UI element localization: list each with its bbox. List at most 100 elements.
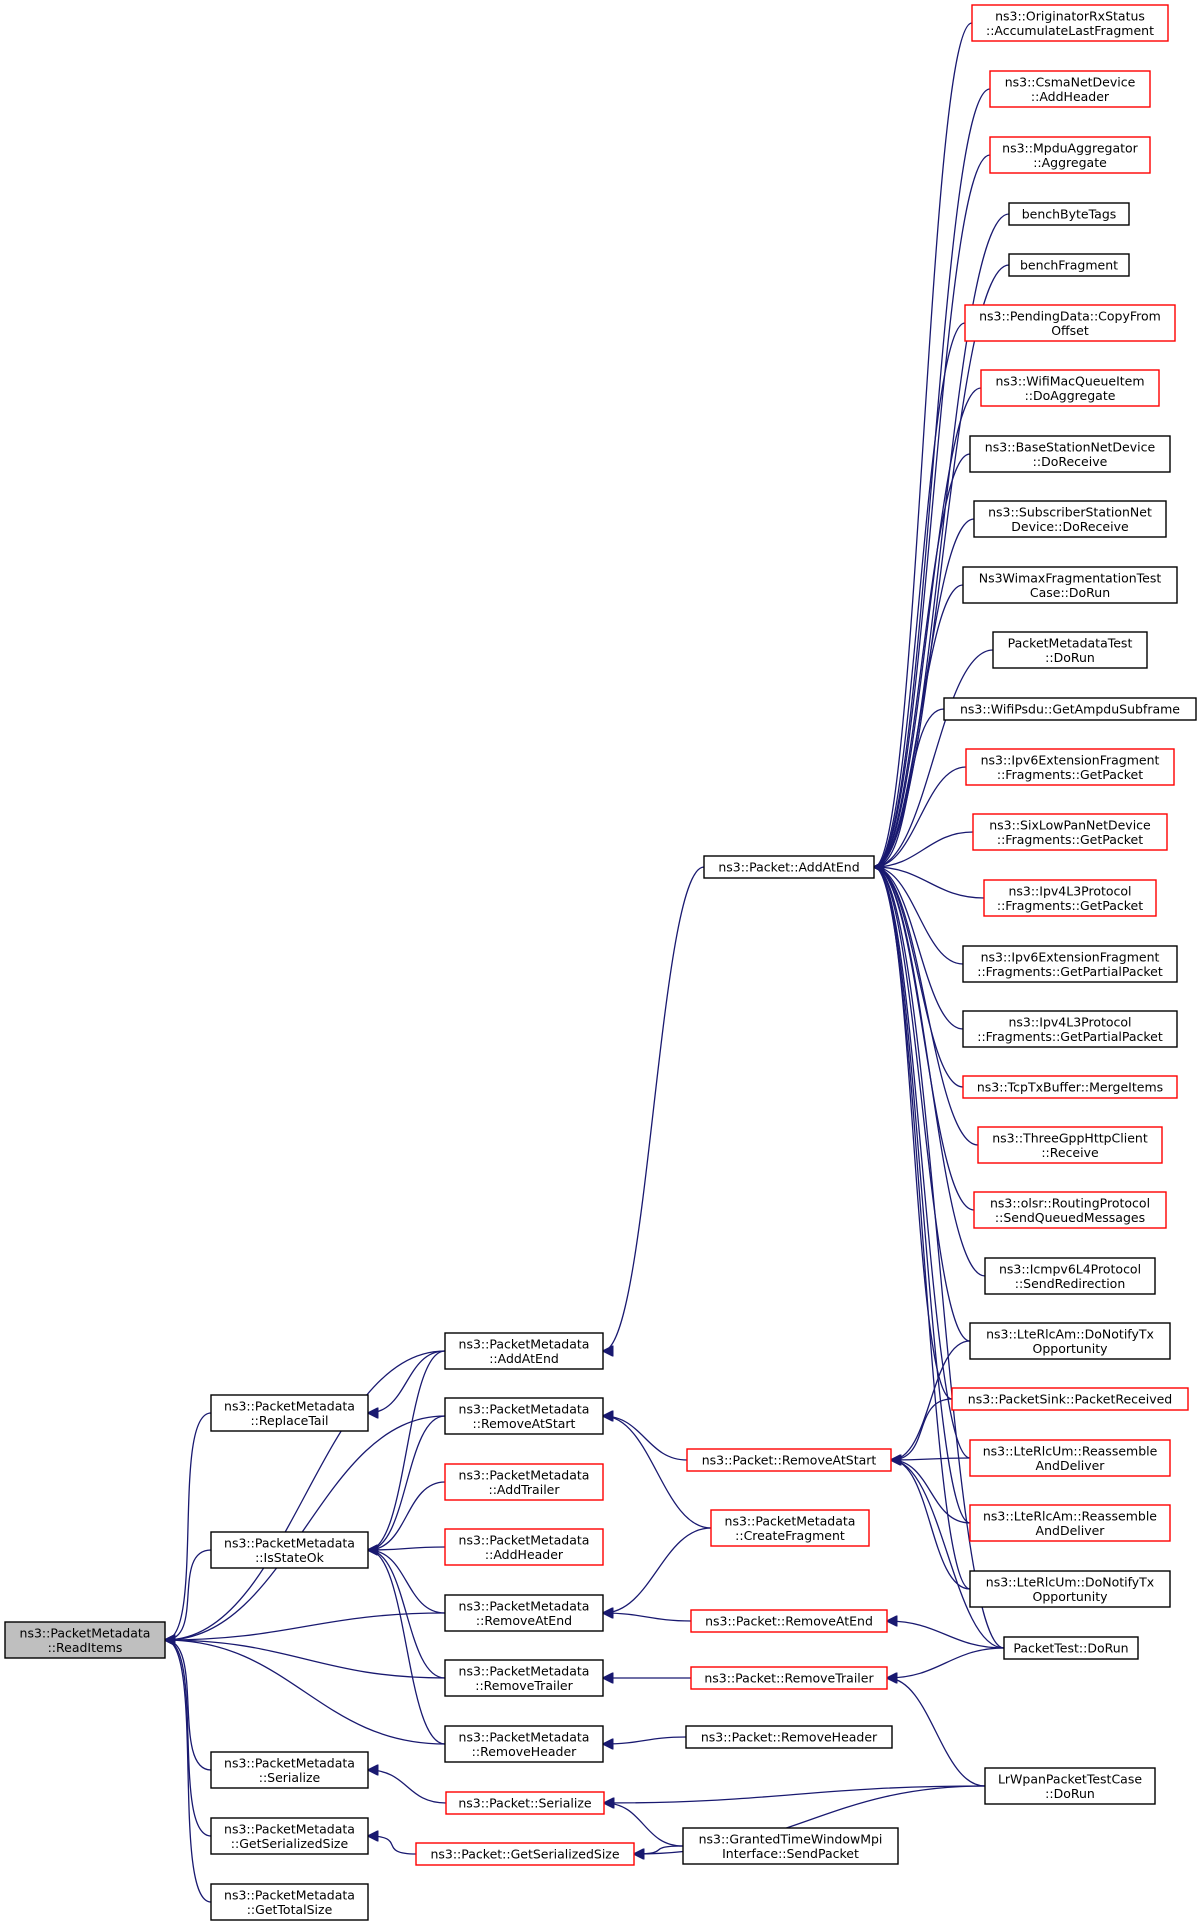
- node-box: [444, 1659, 604, 1697]
- node-label: ::DoReceive: [1033, 454, 1108, 469]
- node-label: LrWpanPacketTestCase: [998, 1771, 1142, 1786]
- edge-read-items-to-remove-at-end-pm: [165, 1612, 446, 1640]
- node-packet-remove-at-start[interactable]: ns3::Packet::RemoveAtStart: [686, 1448, 892, 1472]
- node-add-trailer-pm[interactable]: ns3::PacketMetadata::AddTrailer: [444, 1463, 604, 1501]
- node-ipv4-partial[interactable]: ns3::Ipv4L3Protocol::Fragments::GetParti…: [962, 1010, 1178, 1048]
- node-label: ns3::PacketMetadata: [224, 1535, 355, 1550]
- nodes-layer: ns3::PacketMetadata::ReadItemsns3::Packe…: [4, 4, 1197, 1921]
- node-tcp-merge[interactable]: ns3::TcpTxBuffer::MergeItems: [962, 1075, 1178, 1099]
- node-remove-at-end-pm[interactable]: ns3::PacketMetadata::RemoveAtEnd: [444, 1594, 604, 1632]
- node-serialize-pm[interactable]: ns3::PacketMetadata::Serialize: [210, 1751, 369, 1789]
- node-orig-accum[interactable]: ns3::OriginatorRxStatus::AccumulateLastF…: [971, 4, 1169, 42]
- node-ipv4-get-packet[interactable]: ns3::Ipv4L3Protocol::Fragments::GetPacke…: [983, 879, 1157, 917]
- edge-packet-add-at-end-to-lte-am-notify: [874, 867, 971, 1342]
- edge-packet-add-at-end-to-ipv4-get-packet: [874, 867, 985, 899]
- node-ipv6-ext-partial[interactable]: ns3::Ipv6ExtensionFragment::Fragments::G…: [962, 945, 1178, 983]
- node-box: [983, 879, 1157, 917]
- node-three-gpp[interactable]: ns3::ThreeGppHttpClient::Receive: [977, 1126, 1163, 1164]
- node-replace-tail[interactable]: ns3::PacketMetadata::ReplaceTail: [210, 1394, 369, 1432]
- node-granted-send-packet[interactable]: ns3::GrantedTimeWindowMpiInterface::Send…: [682, 1827, 899, 1865]
- node-get-total-size[interactable]: ns3::PacketMetadata::GetTotalSize: [210, 1883, 369, 1921]
- node-box: [969, 1570, 1171, 1608]
- edge-is-state-ok-to-remove-at-start-pm: [368, 1415, 446, 1550]
- node-label: ns3::OriginatorRxStatus: [995, 8, 1145, 23]
- node-packet-test-do-run[interactable]: PacketTest::DoRun: [1003, 1636, 1139, 1660]
- node-wifi-psdu[interactable]: ns3::WifiPsdu::GetAmpduSubframe: [943, 697, 1197, 721]
- node-box: [973, 1191, 1167, 1229]
- node-bs-do-receive[interactable]: ns3::BaseStationNetDevice::DoReceive: [969, 435, 1171, 473]
- node-packet-remove-at-end[interactable]: ns3::Packet::RemoveAtEnd: [690, 1609, 888, 1633]
- node-wifi-mac-do-agg[interactable]: ns3::WifiMacQueueItem::DoAggregate: [980, 369, 1160, 407]
- node-packet-serialize[interactable]: ns3::Packet::Serialize: [445, 1791, 605, 1815]
- node-label: benchByteTags: [1022, 207, 1117, 222]
- node-box: [444, 1332, 604, 1370]
- node-box: [444, 1397, 604, 1435]
- node-packet-remove-header[interactable]: ns3::Packet::RemoveHeader: [685, 1725, 893, 1749]
- node-remove-trailer-pm[interactable]: ns3::PacketMetadata::RemoveTrailer: [444, 1659, 604, 1697]
- node-create-fragment[interactable]: ns3::PacketMetadata::CreateFragment: [710, 1509, 870, 1547]
- node-packet-remove-trailer[interactable]: ns3::Packet::RemoveTrailer: [690, 1666, 888, 1690]
- node-olsr-send[interactable]: ns3::olsr::RoutingProtocol::SendQueuedMe…: [973, 1191, 1167, 1229]
- node-label: ::Fragments::GetPartialPacket: [977, 1029, 1163, 1044]
- node-box: [984, 1257, 1156, 1295]
- node-sink-received[interactable]: ns3::PacketSink::PacketReceived: [951, 1387, 1189, 1411]
- node-label: ::RemoveAtStart: [473, 1416, 576, 1431]
- node-label: ::GetSerializedSize: [231, 1836, 349, 1851]
- node-box: [210, 1394, 369, 1432]
- node-six-low-get-packet[interactable]: ns3::SixLowPanNetDevice::Fragments::GetP…: [972, 813, 1168, 851]
- node-label: AndDeliver: [1036, 1458, 1106, 1473]
- node-label: ::CreateFragment: [735, 1528, 845, 1543]
- edge-packet-add-at-end-to-orig-accum: [874, 22, 973, 867]
- node-label: ns3::Ipv6ExtensionFragment: [981, 949, 1160, 964]
- node-box: [943, 697, 1197, 721]
- node-label: ::Fragments::GetPacket: [997, 898, 1143, 913]
- edge-packet-remove-at-start-to-packet-test-do-run: [891, 1460, 1005, 1649]
- edge-packet-add-at-end-to-bs-do-receive: [874, 453, 971, 867]
- edge-packet-remove-trailer-to-packet-test-do-run: [887, 1647, 1005, 1678]
- node-pm-test-do-run[interactable]: PacketMetadataTest::DoRun: [992, 631, 1148, 669]
- node-label: ns3::Ipv6ExtensionFragment: [981, 752, 1160, 767]
- node-is-state-ok[interactable]: ns3::PacketMetadata::IsStateOk: [210, 1531, 369, 1569]
- node-icmp-redir[interactable]: ns3::Icmpv6L4Protocol::SendRedirection: [984, 1257, 1156, 1295]
- node-mpdu-aggregate[interactable]: ns3::MpduAggregator::Aggregate: [989, 136, 1151, 174]
- node-label: ns3::PacketMetadata: [459, 1663, 590, 1678]
- node-bench-byte-tags[interactable]: benchByteTags: [1008, 202, 1130, 226]
- node-packet-get-ser-size[interactable]: ns3::Packet::GetSerializedSize: [415, 1842, 635, 1866]
- node-bench-fragment[interactable]: benchFragment: [1008, 253, 1130, 277]
- node-ss-do-receive[interactable]: ns3::SubscriberStationNetDevice::DoRecei…: [973, 500, 1167, 538]
- node-lrwpan-do-run[interactable]: LrWpanPacketTestCase::DoRun: [984, 1767, 1156, 1805]
- node-remove-at-start-pm[interactable]: ns3::PacketMetadata::RemoveAtStart: [444, 1397, 604, 1435]
- node-label: ns3::PacketMetadata: [224, 1821, 355, 1836]
- node-box: [962, 1010, 1178, 1048]
- node-box: [445, 1791, 605, 1815]
- edge-packet-add-at-end-to-ipv6-ext-partial: [874, 867, 964, 965]
- node-box: [969, 1439, 1171, 1477]
- node-label: ::Aggregate: [1033, 155, 1107, 170]
- edge-read-items-to-remove-header-pm: [165, 1640, 446, 1745]
- edge-packet-add-at-end-to-six-low-get-packet: [874, 831, 974, 867]
- node-label: ns3::WifiPsdu::GetAmpduSubframe: [960, 702, 1180, 717]
- node-remove-header-pm[interactable]: ns3::PacketMetadata::RemoveHeader: [444, 1725, 604, 1763]
- node-box: [686, 1448, 892, 1472]
- node-box: [690, 1609, 888, 1633]
- node-packet-add-at-end[interactable]: ns3::Packet::AddAtEnd: [703, 855, 875, 879]
- edge-packet-add-at-end-to-bench-fragment: [874, 264, 1010, 867]
- node-add-at-end-pm[interactable]: ns3::PacketMetadata::AddAtEnd: [444, 1332, 604, 1370]
- node-csma-add-header[interactable]: ns3::CsmaNetDevice::AddHeader: [989, 70, 1151, 108]
- node-label: ::ReadItems: [48, 1640, 123, 1655]
- node-label: ::Fragments::GetPacket: [997, 832, 1143, 847]
- node-ipv6-ext-get-packet[interactable]: ns3::Ipv6ExtensionFragment::Fragments::G…: [965, 748, 1175, 786]
- node-label: ns3::BaseStationNetDevice: [985, 439, 1156, 454]
- node-get-ser-size-pm[interactable]: ns3::PacketMetadata::GetSerializedSize: [210, 1817, 369, 1855]
- node-add-header-pm[interactable]: ns3::PacketMetadata::AddHeader: [444, 1528, 604, 1566]
- node-box: [989, 136, 1151, 174]
- node-label: AndDeliver: [1036, 1523, 1106, 1538]
- node-box: [971, 4, 1169, 42]
